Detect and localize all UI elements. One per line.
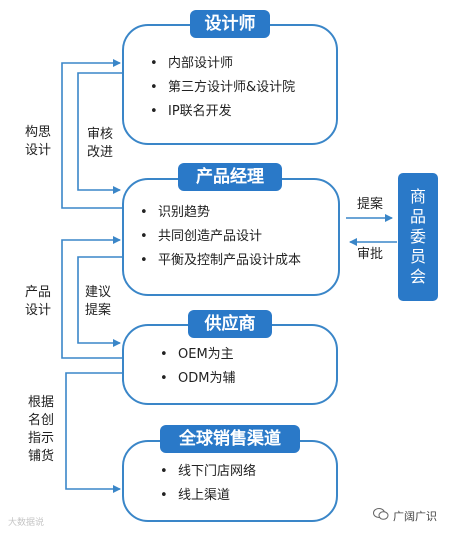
- channel-title: 全球销售渠道: [160, 425, 300, 453]
- supplier-list: OEM为主 ODM为辅: [160, 343, 235, 391]
- distribute-label: 根据 名创 指示 铺货: [27, 395, 54, 464]
- suggest-propose-label: 建议 提案: [84, 285, 111, 318]
- review-improve-label: 审核 改进: [86, 127, 113, 160]
- proposal-label: 提案: [356, 197, 383, 212]
- designer-list: 内部设计师 第三方设计师&设计院 IP联名开发: [150, 52, 295, 124]
- suggest-propose-line: [77, 256, 122, 347]
- list-item: ODM为辅: [160, 367, 235, 391]
- list-item: 第三方设计师&设计院: [150, 76, 295, 100]
- channel-list: 线下门店网络 线上渠道: [160, 460, 256, 508]
- product-design-label: 产品 设计: [24, 285, 51, 318]
- list-item: 线下门店网络: [160, 460, 256, 484]
- product-manager-title: 产品经理: [178, 163, 282, 191]
- distribute-line: [65, 372, 122, 493]
- watermark-right: 广阔广识: [393, 510, 437, 523]
- list-item: 共同创造产品设计: [140, 225, 301, 249]
- concept-design-label: 构思 设计: [24, 125, 51, 158]
- watermark-left: 大数据说: [8, 518, 45, 528]
- approval-label: 审批: [356, 247, 383, 262]
- list-item: IP联名开发: [150, 100, 295, 124]
- product-design-line: [61, 236, 122, 359]
- review-improve-line: [77, 72, 122, 194]
- list-item: OEM为主: [160, 343, 235, 367]
- wechat-icon: [373, 508, 389, 520]
- list-item: 平衡及控制产品设计成本: [140, 249, 301, 273]
- supplier-title: 供应商: [188, 310, 272, 338]
- committee-label: 商品委员会: [409, 187, 426, 286]
- list-item: 内部设计师: [150, 52, 295, 76]
- designer-title: 设计师: [190, 10, 270, 38]
- concept-design-line: [61, 59, 122, 209]
- list-item: 线上渠道: [160, 484, 256, 508]
- committee-box: 商品委员会: [398, 173, 438, 301]
- product-manager-list: 识别趋势 共同创造产品设计 平衡及控制产品设计成本: [140, 201, 301, 273]
- list-item: 识别趋势: [140, 201, 301, 225]
